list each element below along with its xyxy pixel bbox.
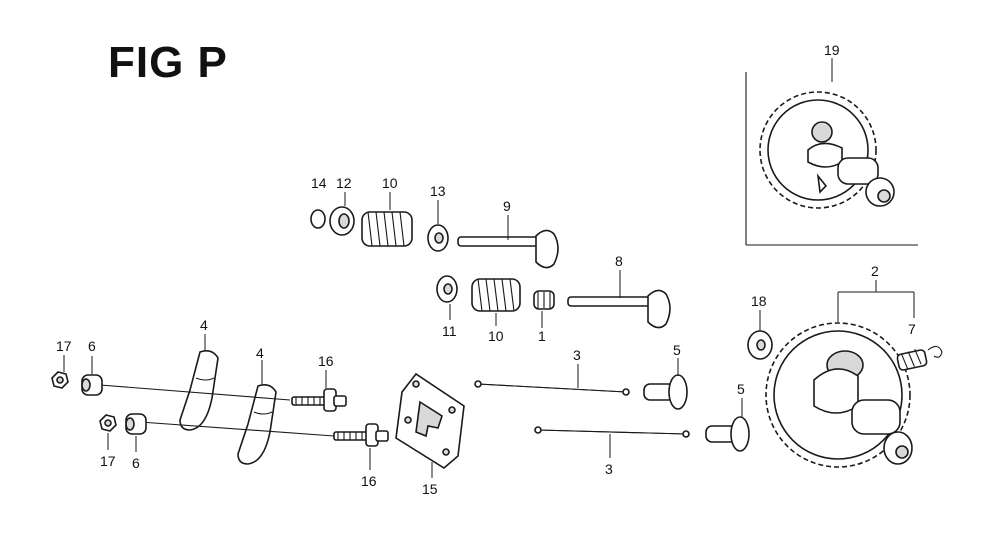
camshaft-gear-19[interactable] bbox=[759, 91, 895, 209]
callout-17-lower: 17 bbox=[100, 453, 116, 469]
callout-1: 1 bbox=[538, 328, 546, 344]
callout-15: 15 bbox=[422, 481, 438, 497]
figure-title: FIG P bbox=[108, 38, 228, 87]
spring-seat-13[interactable] bbox=[427, 224, 449, 252]
valve-spring-10-lower[interactable] bbox=[471, 278, 521, 312]
callout-10-upper: 10 bbox=[382, 175, 398, 191]
callout-3-upper: 3 bbox=[573, 347, 581, 363]
pushrod-guide-plate-15[interactable] bbox=[395, 372, 465, 469]
nut-17-upper[interactable] bbox=[51, 371, 69, 389]
callout-8: 8 bbox=[615, 253, 623, 269]
washer-18[interactable] bbox=[747, 330, 773, 360]
adjuster-6-lower[interactable] bbox=[125, 413, 147, 435]
assembly-axis-lines bbox=[99, 384, 335, 437]
valve-9[interactable] bbox=[457, 229, 559, 269]
callout-2: 2 bbox=[871, 263, 879, 279]
pivot-bolt-16-lower[interactable] bbox=[333, 423, 389, 447]
tappet-5-upper[interactable] bbox=[643, 374, 688, 410]
valve-cotter-14[interactable] bbox=[310, 209, 326, 229]
callout-7: 7 bbox=[908, 321, 916, 337]
rocker-arm-4-left[interactable] bbox=[179, 350, 219, 431]
rocker-arm-4-right[interactable] bbox=[237, 384, 277, 465]
valve-spring-10-upper[interactable] bbox=[361, 211, 413, 247]
nut-17-lower[interactable] bbox=[99, 414, 117, 432]
callout-16-lower: 16 bbox=[361, 473, 377, 489]
spring-7[interactable] bbox=[896, 345, 943, 371]
callout-13: 13 bbox=[430, 183, 446, 199]
spring-retainer-12[interactable] bbox=[329, 206, 355, 236]
pushrod-3-upper[interactable] bbox=[474, 380, 630, 396]
callout-bracket-2 bbox=[837, 280, 915, 322]
pushrod-3-lower[interactable] bbox=[534, 426, 690, 438]
callout-5-lower: 5 bbox=[737, 381, 745, 397]
pivot-bolt-16-upper[interactable] bbox=[291, 388, 347, 412]
callout-4-right: 4 bbox=[256, 345, 264, 361]
crankshaft-gear-2[interactable] bbox=[765, 322, 913, 468]
callout-9: 9 bbox=[503, 198, 511, 214]
callout-5-upper: 5 bbox=[673, 342, 681, 358]
callout-18: 18 bbox=[751, 293, 767, 309]
callout-19: 19 bbox=[824, 42, 840, 58]
callout-12: 12 bbox=[336, 175, 352, 191]
callout-16-upper: 16 bbox=[318, 353, 334, 369]
valve-stem-seal-1[interactable] bbox=[533, 290, 555, 310]
tappet-5-lower[interactable] bbox=[705, 416, 750, 452]
callout-14: 14 bbox=[311, 175, 327, 191]
callout-4-left: 4 bbox=[200, 317, 208, 333]
valve-8[interactable] bbox=[567, 289, 671, 329]
callout-10-lower: 10 bbox=[488, 328, 504, 344]
callout-6-lower: 6 bbox=[132, 455, 140, 471]
callout-11: 11 bbox=[442, 323, 457, 339]
camshaft-inset-frame bbox=[745, 72, 918, 246]
adjuster-6-upper[interactable] bbox=[81, 374, 103, 396]
callout-17-upper: 17 bbox=[56, 338, 72, 354]
callout-3-lower: 3 bbox=[605, 461, 613, 477]
spring-retainer-11[interactable] bbox=[436, 275, 458, 303]
callout-6-upper: 6 bbox=[88, 338, 96, 354]
